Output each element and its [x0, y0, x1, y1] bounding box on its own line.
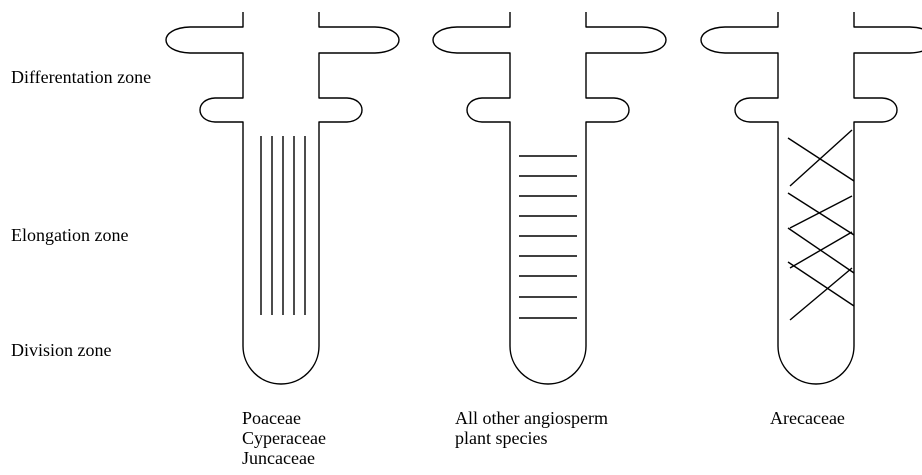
zone-label-elongation: Elongation zone [11, 225, 128, 245]
longitudinal-lines [261, 136, 305, 315]
root-outline-other-angiosperms [433, 12, 666, 384]
zone-label-division: Division zone [11, 340, 112, 360]
caption-line: Cyperaceae [242, 428, 326, 448]
crossed-lines [788, 130, 854, 320]
caption-line: Poaceae [242, 408, 326, 428]
caption-other-angiosperms: All other angiosperm plant species [455, 408, 608, 448]
transverse-lines [519, 156, 577, 318]
zone-label-differentiation: Differentation zone [11, 67, 151, 87]
caption-line: plant species [455, 428, 608, 448]
diagonal-line [790, 232, 852, 268]
caption-poaceae-group: Poaceae Cyperaceae Juncaceae [242, 408, 326, 468]
caption-arecaceae: Arecaceae [770, 408, 845, 428]
caption-line: Arecaceae [770, 408, 845, 428]
diagonal-line [790, 130, 852, 186]
diagonal-line [790, 268, 852, 320]
diagonal-line [788, 262, 854, 306]
diagonal-line [788, 138, 854, 181]
caption-line: Juncaceae [242, 448, 326, 468]
caption-line: All other angiosperm [455, 408, 608, 428]
root-outline-arecaceae [701, 12, 922, 384]
